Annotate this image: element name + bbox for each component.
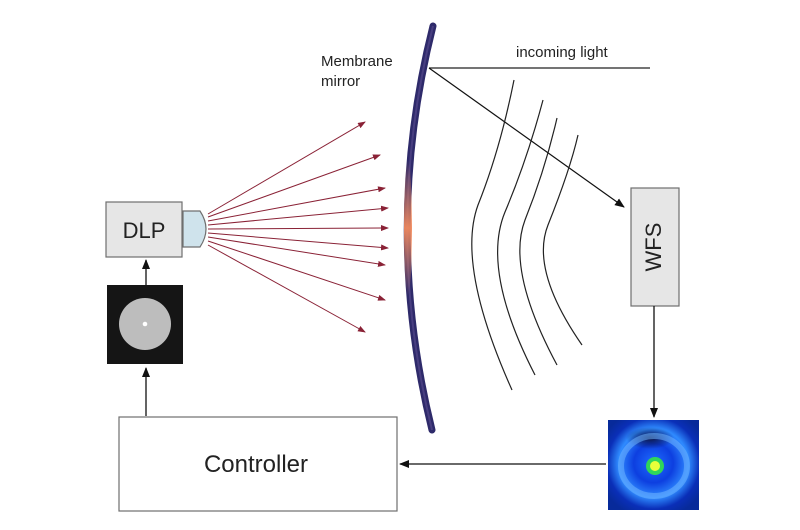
projection-ray <box>207 244 366 333</box>
projection-ray <box>207 225 389 232</box>
incoming-light-label: incoming light <box>516 44 609 61</box>
reflected-beam-arrow <box>428 67 625 208</box>
wavefront-line <box>519 117 558 366</box>
membrane-mirror-label-line1: Membrane <box>321 53 393 70</box>
projection-ray <box>207 121 366 215</box>
wfs-label: WFS <box>641 223 666 272</box>
controller-box <box>118 416 398 512</box>
membrane-mirror-label-line2: mirror <box>321 73 360 90</box>
wavefront-line <box>497 99 544 376</box>
membrane-mirror <box>403 22 437 434</box>
projected-pattern-icon <box>107 285 183 364</box>
wavefront-line <box>542 134 583 346</box>
projection-ray <box>207 240 386 301</box>
projection-ray <box>207 232 389 251</box>
projector-lens-icon <box>182 210 207 248</box>
dlp-box <box>105 201 183 258</box>
controller-label: Controller <box>204 451 308 478</box>
wavefronts <box>471 79 583 391</box>
mirror-deformation-glow <box>404 160 412 296</box>
dlp-label: DLP <box>123 218 166 243</box>
projection-rays <box>207 121 389 333</box>
projection-ray <box>207 154 381 218</box>
wfs-readout-icon <box>608 420 699 510</box>
projection-ray <box>207 205 389 226</box>
wfs-box <box>630 187 680 307</box>
wavefront-line <box>471 79 515 391</box>
projection-ray <box>207 236 386 267</box>
projection-ray <box>207 186 386 222</box>
